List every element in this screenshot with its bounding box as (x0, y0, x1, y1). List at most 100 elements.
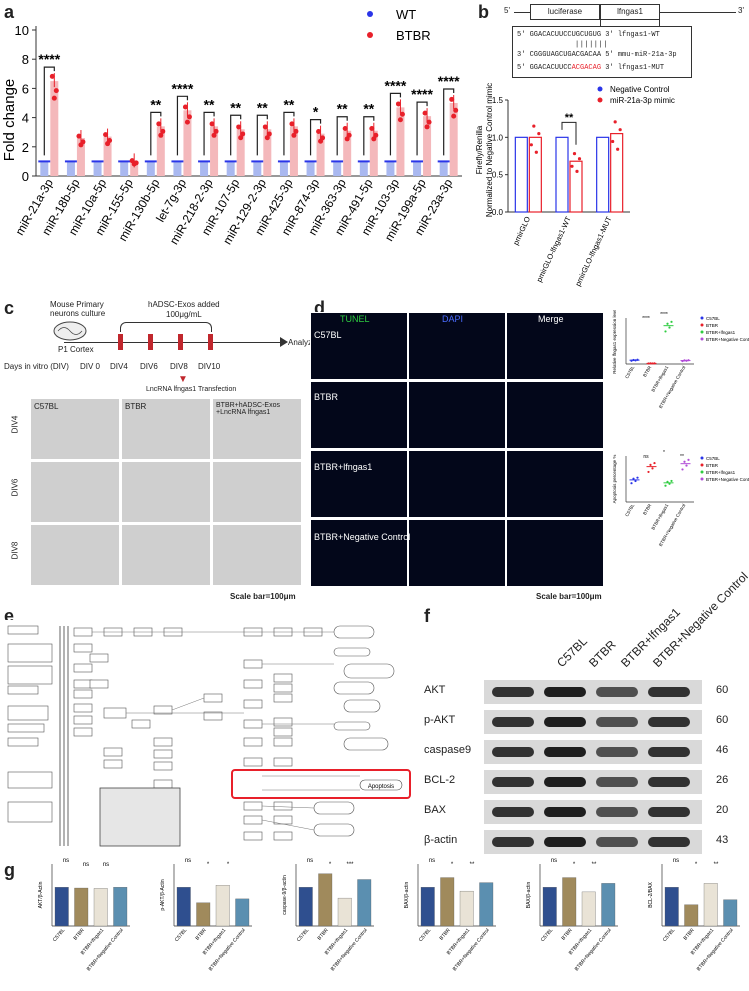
d-dot (664, 330, 667, 333)
g-bar (318, 873, 333, 927)
g-bar (703, 883, 718, 927)
b-ytick-label: 1.0 (492, 133, 504, 142)
b-ytick-label: 0.5 (492, 171, 504, 180)
a-dot (320, 135, 326, 141)
a-dot (209, 121, 215, 127)
d-xtick: BTBR+lfngas1 (650, 503, 669, 531)
a-dot (342, 125, 348, 131)
a-bar-btbr (236, 129, 245, 176)
wb-band (596, 747, 638, 757)
row-div4: DIV4 (10, 415, 20, 434)
panel-d-label: d (314, 298, 325, 318)
a-dot (395, 101, 401, 107)
a-bar-wt (333, 161, 342, 176)
d-dot (649, 463, 652, 466)
header-merge: Merge (538, 314, 564, 324)
seq-wt: 5' GGACACUUCCUGCUGUG (517, 31, 602, 39)
a-dot (80, 139, 86, 145)
d-dot (636, 476, 639, 479)
a-dot (133, 160, 139, 166)
a-dot (291, 132, 297, 138)
wb-band (648, 687, 690, 697)
a-bar-wt (386, 161, 395, 176)
panel-c-micrographs: C57BL BTBR BTBR+hADSC-Exos +LncRNA lfnga… (30, 398, 310, 588)
b-xtick-label: pmirGLO-lfngas1-WT (535, 215, 573, 284)
b-sig-bracket (561, 121, 577, 145)
wb-band (544, 687, 586, 697)
a-dot (160, 128, 166, 134)
d-ylabel: Apoptosis percentage % (612, 455, 617, 504)
a-ytick-label: 10 (15, 23, 29, 38)
a-bar-wt (173, 161, 182, 176)
row-c57bl: C57BL (314, 330, 342, 340)
seq-box: 5' GGACACUUCCUGCUGUG 3' lfngas1-WT |||||… (512, 26, 692, 78)
d-dot (649, 362, 652, 365)
wb-kda: 26 (716, 774, 729, 786)
g-bar (176, 887, 191, 927)
a-bar-wt (120, 161, 129, 176)
d-dot (666, 480, 669, 483)
div10: DIV10 (198, 362, 221, 371)
a-dot (129, 158, 135, 164)
b-dot (613, 120, 617, 124)
a-dot (399, 111, 405, 117)
wb-row-label: AKT (424, 684, 446, 696)
a-bar-wt (40, 161, 49, 176)
a-dot (51, 95, 57, 101)
g-sig: ns (307, 858, 313, 864)
d-dot (647, 362, 650, 365)
row-btbr-lfngas1: BTBR+lfngas1 (314, 462, 373, 472)
b-ytick-label: 1.5 (492, 96, 504, 105)
a-sig-label: **** (385, 77, 407, 93)
wb-row-label: BCL-2 (424, 774, 456, 786)
g-bar (298, 887, 313, 927)
wb-band (596, 717, 638, 727)
d-dot (681, 359, 684, 363)
wb-band (544, 777, 586, 787)
a-bar-wt (359, 161, 368, 176)
a-dot (186, 114, 192, 120)
wb-band (648, 747, 690, 757)
col-btbr: BTBR (125, 402, 147, 411)
d-ylabel: Relative lfngas1 expression level (612, 310, 617, 374)
a-sig-label: **** (172, 80, 194, 96)
g-ylabel: BAX/β-actin (526, 882, 532, 909)
b-xtick-label: pmirGLO-lfngas1-MUT (573, 215, 613, 288)
a-sig-bracket (309, 119, 322, 156)
row-btbr-nc: BTBR+Negative Control (314, 532, 411, 542)
a-sig-label: ** (363, 101, 374, 117)
g-bar (562, 877, 577, 927)
a-bar-btbr (156, 126, 165, 176)
row-div6: DIV6 (10, 478, 20, 497)
d-dot (651, 362, 654, 365)
a-sig-label: **** (438, 73, 460, 89)
a-dot (293, 128, 299, 134)
panel-b-ylabel: Firefly/Renilla (475, 125, 484, 174)
d-sig: ** (680, 454, 684, 460)
d-dot (683, 460, 686, 463)
g-xtick: BTBR+Negative Control (574, 927, 613, 972)
d-legend-dot (700, 323, 704, 327)
apoptosis-label: Apoptosis (368, 784, 394, 790)
g-xtick: C57BL (418, 927, 433, 943)
b-bar-nc (596, 136, 610, 213)
b-bar-mimic (569, 160, 583, 213)
d-legend-label: BTBR+lfngas1 (706, 330, 736, 335)
a-sig-bracket (336, 116, 348, 156)
construct-3p: 3' (738, 6, 744, 15)
a-bar-wt (439, 161, 448, 176)
d-sig: * (663, 450, 665, 456)
wb-band (492, 687, 534, 697)
legend-wt-dot (367, 11, 373, 17)
g-xtick: BTBR (73, 927, 86, 941)
g-xtick: C57BL (540, 927, 555, 943)
d-dot (687, 458, 690, 461)
d-dot (651, 467, 654, 470)
div4: DIV4 (110, 362, 128, 371)
g-sig: * (227, 862, 230, 868)
g-bar (601, 883, 616, 927)
g-xtick: BTBR+Negative Control (696, 927, 735, 972)
a-sig-label: * (313, 104, 319, 120)
g-sig: *** (346, 862, 354, 868)
a-dot (316, 129, 322, 135)
